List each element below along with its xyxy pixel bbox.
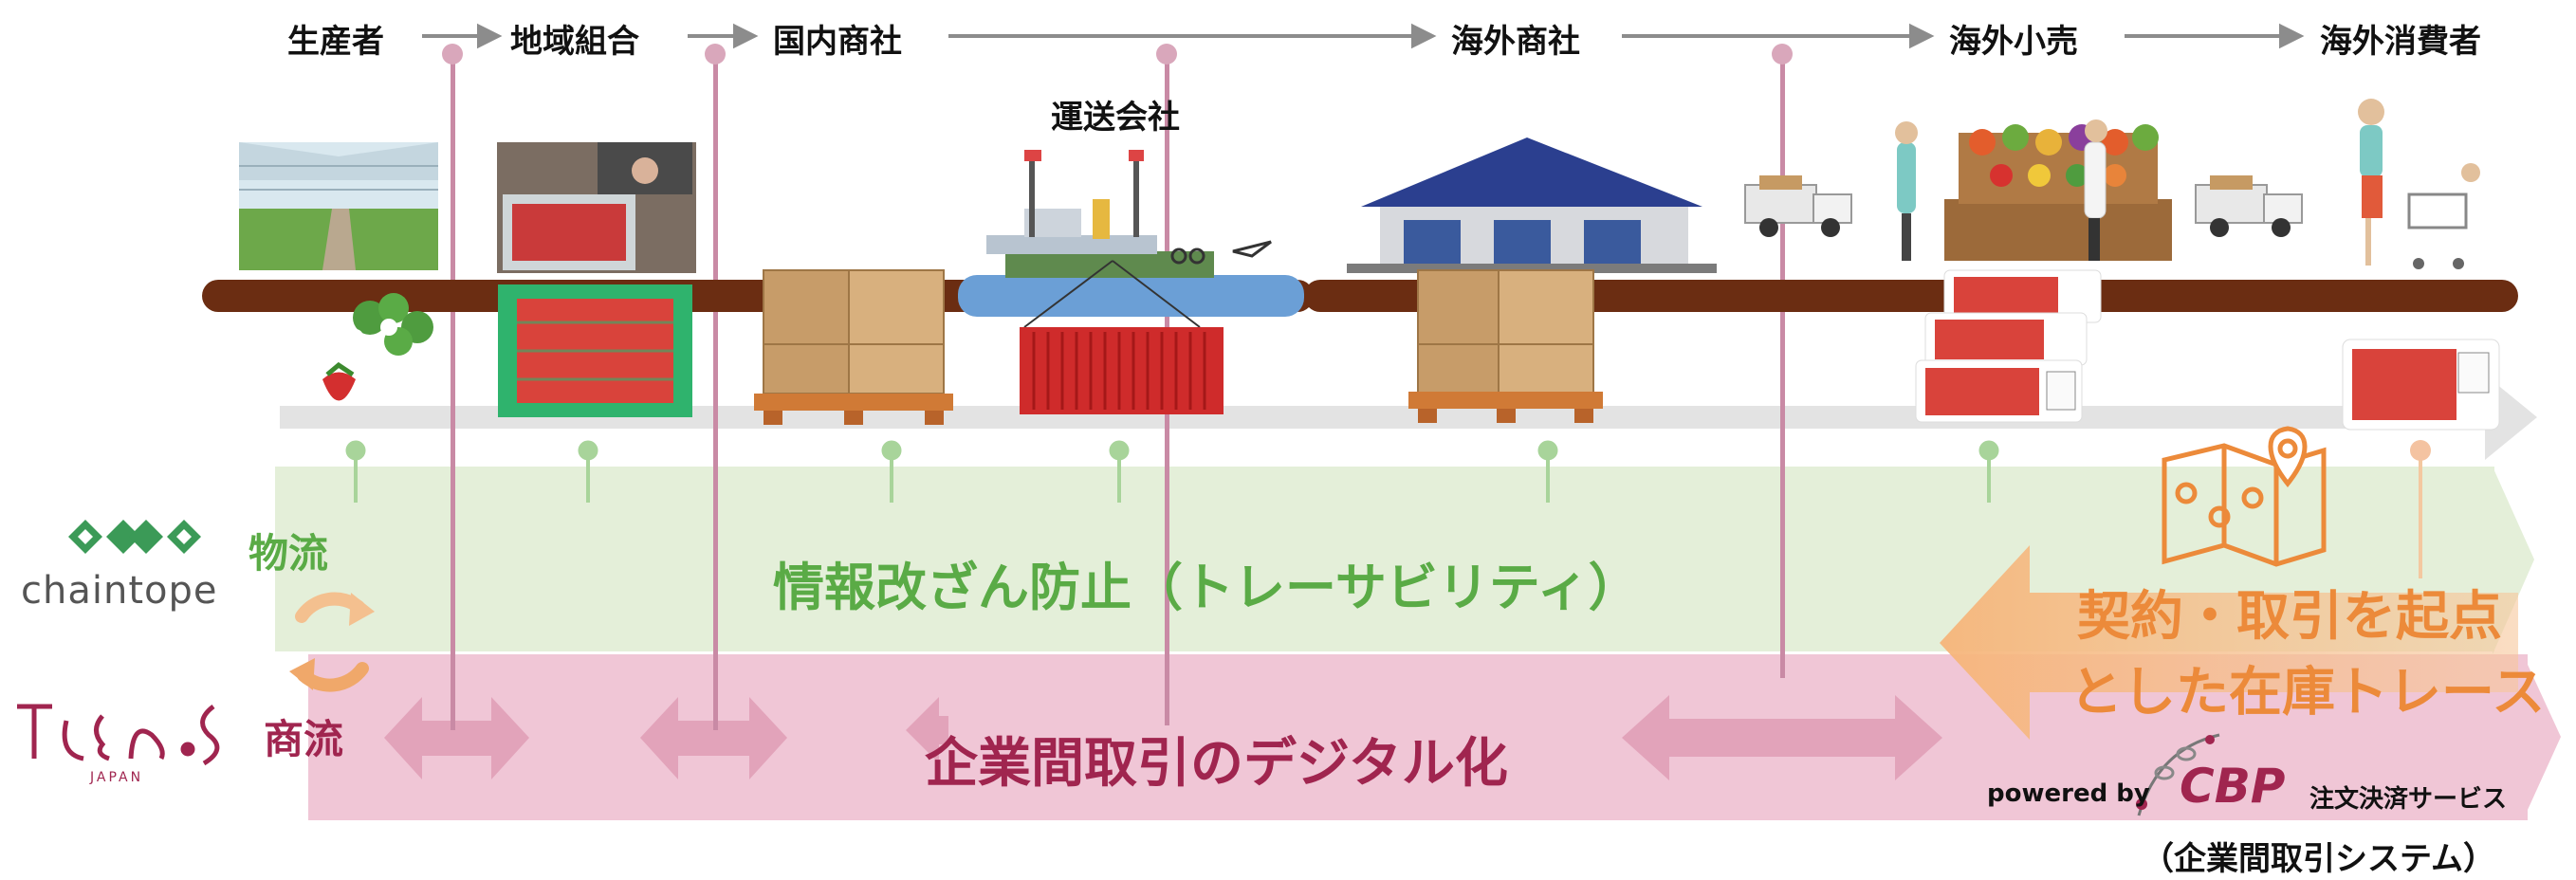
greenhouse-photo	[239, 142, 438, 270]
produce-stand-illustration	[1895, 119, 2172, 261]
contract-text-line1: 契約・取引を起点	[2077, 586, 2502, 648]
truck-left-icon	[1744, 175, 1852, 237]
logistics-label: 物流	[248, 530, 329, 577]
tecnos-logo-subtext: JAPAN	[90, 770, 144, 785]
strawberry-crate-photo	[498, 284, 692, 417]
consumer-pin	[2410, 440, 2431, 578]
chaintope-logo-icon	[68, 520, 201, 554]
stage-label-domestic-trader: 国内商社	[773, 23, 902, 61]
logistics-band-text: 情報改ざん防止（トレーサビリティ）	[773, 558, 1640, 617]
logistics-pins	[345, 440, 1999, 503]
shipping-container	[1020, 260, 1224, 414]
commerce-label: 商流	[264, 716, 344, 762]
tecnos-logo-mark	[17, 704, 220, 766]
stage-label-producer: 生産者	[287, 23, 384, 61]
boxes-pallet-domestic	[754, 269, 953, 425]
stage-label-overseas-retail: 海外小売	[1949, 23, 2078, 61]
cbp-logo-text: CBP	[2180, 759, 2286, 814]
strawberry-packs-retail	[1915, 269, 2102, 423]
stage-label-overseas-consumer: 海外消費者	[2320, 23, 2481, 61]
stage-label-regional-coop: 地域組合	[510, 23, 639, 61]
warehouse-illustration	[1347, 138, 1717, 273]
transport-company-label: 運送会社	[1051, 99, 1180, 137]
stage-label-overseas-trader: 海外商社	[1451, 23, 1580, 61]
strawberry-plant-illustration	[322, 293, 433, 401]
powered-by-prefix: powered by	[1987, 779, 2150, 808]
cbp-chain-icon	[2136, 733, 2220, 816]
commerce-double-arrows	[384, 695, 1942, 780]
truck-right-icon	[2195, 175, 2303, 237]
ship-illustration	[958, 150, 1304, 317]
consumer-with-cart	[2358, 99, 2480, 269]
boxes-pallet-overseas	[1408, 269, 1603, 423]
chaintope-logo-text: chaintope	[21, 569, 218, 613]
map-location-icon	[2162, 426, 2327, 567]
trace-back-arrow	[1940, 545, 2518, 740]
strawberry-pack-consumer	[2342, 339, 2500, 431]
commerce-band-text: 企業間取引のデジタル化	[925, 733, 1508, 795]
picking-photo	[497, 142, 696, 273]
system-caption: （企業間取引システム）	[2142, 840, 2495, 878]
stage-arrows	[422, 23, 2305, 49]
cycle-arrows-icon	[289, 592, 375, 692]
cbp-service-name: 注文決済サービス	[2309, 785, 2508, 814]
contract-text-line2: とした在庫トレース	[2070, 662, 2546, 724]
